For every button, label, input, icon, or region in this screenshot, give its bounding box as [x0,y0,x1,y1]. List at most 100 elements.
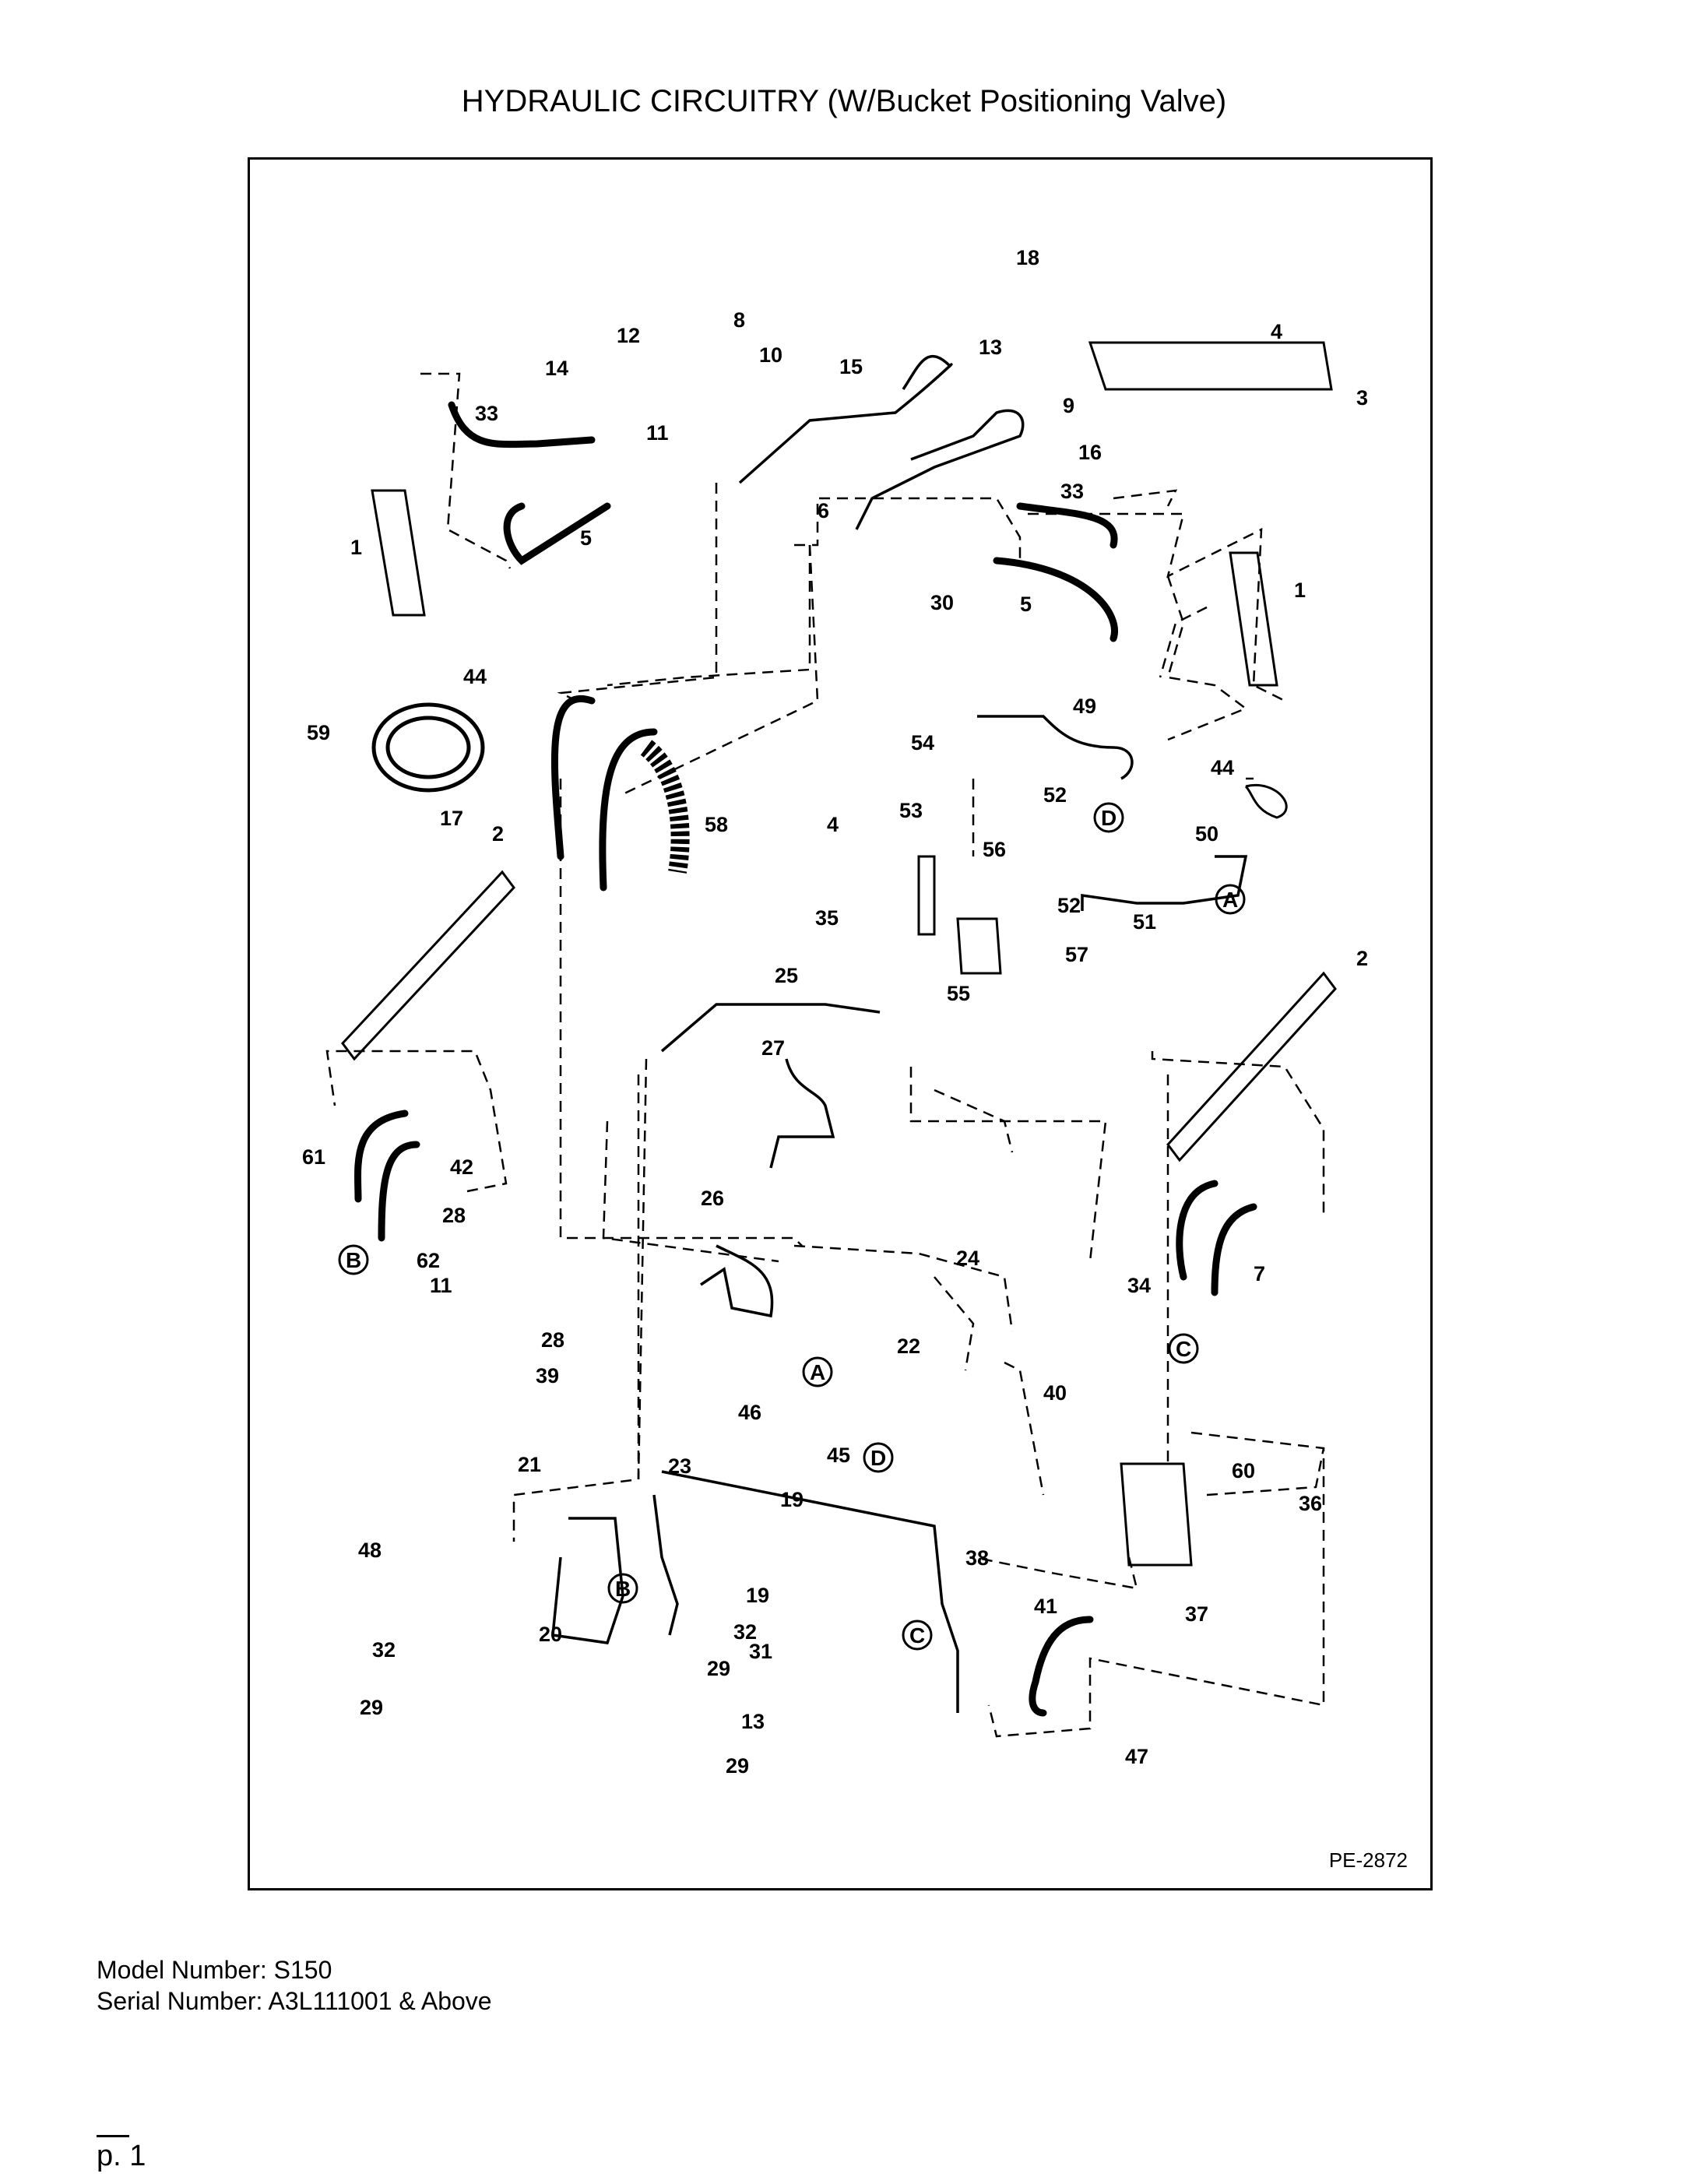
callout-label: 39 [536,1364,559,1387]
circle-marker-c [1168,1333,1199,1364]
callout-label: 29 [360,1696,383,1719]
callout-label: 6 [818,499,829,522]
callout-label: 16 [1078,441,1102,464]
callout-label: 25 [775,964,798,987]
callout-label: 22 [897,1335,920,1358]
callout-label: 35 [815,906,839,930]
callout-label: 14 [545,357,568,380]
page-separator [97,2135,129,2137]
callout-label: 40 [1043,1381,1067,1405]
callout-label: 61 [302,1145,325,1169]
callout-label: 58 [705,813,728,836]
callout-label: 52 [1057,894,1081,917]
callout-label: 56 [983,838,1006,861]
hydraulic-tubes [551,354,1248,1713]
circle-letter: C [1176,1337,1191,1361]
callout-label: 9 [1063,394,1074,417]
callout-label: 34 [1127,1274,1151,1297]
callout-label: 50 [1195,822,1219,846]
callout-label: 29 [707,1657,730,1680]
hydraulic-hoses [354,401,1257,1717]
callout-label: 37 [1185,1602,1208,1626]
page-number: p. 1 [97,2140,146,2172]
callout-label: 38 [965,1546,989,1570]
callout-label: 17 [440,807,463,830]
callout-label: 13 [979,336,1002,359]
callout-label: 60 [1232,1459,1255,1482]
callout-label: 33 [475,402,498,425]
callout-label: 32 [372,1638,396,1662]
callout-label: 3 [1356,386,1368,410]
callout-label: 28 [442,1204,466,1227]
callout-label: 21 [518,1453,541,1476]
callout-label: 7 [1254,1262,1265,1285]
callout-label: 52 [1043,783,1067,807]
circle-marker-b [338,1244,369,1275]
model-info: Model Number: S150 Serial Number: A3L111… [97,1954,492,2017]
circle-markers [338,802,1246,1651]
circle-letters: D A B C A D B C [346,806,1238,1648]
callout-label: 51 [1133,910,1156,934]
sleeve-58 [640,740,690,874]
callout-label: 11 [430,1274,452,1297]
callout-label: 54 [911,731,934,754]
callout-label: 44 [463,665,487,688]
callout-label: 45 [827,1444,850,1467]
callout-label: 1 [1294,579,1306,602]
callout-labels: 18 4 3 13 9 12 8 10 14 11 15 33 16 6 33 … [302,246,1368,1778]
callout-label: 2 [492,822,504,846]
callout-label: 59 [307,721,330,744]
ring-43 [1244,783,1288,819]
callout-label: 8 [733,308,745,332]
callout-label: 5 [580,526,592,550]
callout-label: 57 [1065,943,1088,966]
figure-code: PE-2872 [1328,1848,1408,1872]
circle-letter: A [810,1360,825,1384]
coiled-hose-59 [371,702,485,793]
callout-label: 11 [646,421,669,445]
callout-label: 2 [1356,947,1368,970]
callout-label: 4 [827,813,839,836]
callout-label: 29 [726,1754,749,1778]
callout-label: 4 [1271,320,1282,343]
callout-label: 13 [741,1710,765,1733]
circle-marker-d [863,1442,894,1473]
circle-marker-a [1215,884,1246,915]
circle-marker-a [802,1356,833,1387]
callout-label: 23 [668,1454,691,1478]
callout-label: 26 [701,1187,724,1210]
circle-letter: D [870,1446,886,1470]
callout-label: 55 [947,982,970,1005]
callout-label: 42 [450,1155,473,1179]
circle-letter: C [909,1623,925,1648]
callout-label: 27 [761,1036,785,1060]
callout-label: 10 [759,343,782,367]
callout-label: 20 [539,1623,562,1646]
circle-letter: D [1101,806,1117,830]
callout-label: 48 [358,1539,382,1562]
callout-label: 19 [746,1584,769,1607]
callout-label: 15 [839,355,863,378]
callout-label: 44 [1211,756,1234,779]
callout-label: 41 [1034,1595,1057,1618]
callout-label: 49 [1073,695,1096,718]
callout-label: 53 [899,799,923,822]
callout-label: 33 [1060,480,1084,503]
callout-label: 1 [350,536,362,559]
callout-label: 31 [749,1640,772,1663]
callout-label: 47 [1125,1745,1148,1768]
circle-marker-b [607,1573,638,1604]
circle-marker-c [902,1620,933,1651]
circle-letter: B [615,1577,631,1601]
cylinders [341,341,1337,1567]
callout-label: 12 [617,324,640,347]
circle-letter: B [346,1248,361,1272]
callout-label: 46 [738,1401,761,1424]
callout-label: 18 [1016,246,1039,269]
callout-label: 28 [541,1328,564,1352]
circle-letter: A [1222,888,1238,912]
callout-label: 30 [930,591,954,614]
serial-number: Serial Number: A3L111001 & Above [97,1987,492,2015]
circle-marker-d [1093,802,1124,833]
